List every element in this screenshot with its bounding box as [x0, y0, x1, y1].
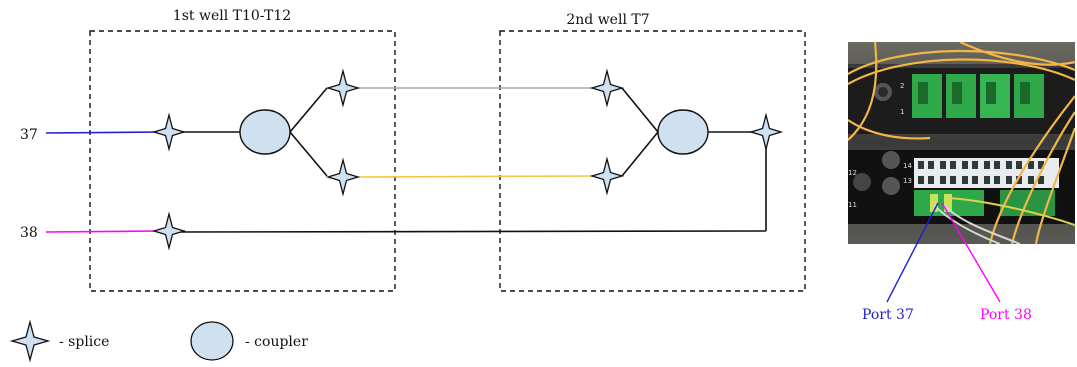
photo-label-11: 11 — [848, 201, 857, 209]
coupler-well2 — [657, 109, 709, 155]
patch-panel-photo: 2 1 14 13 12 11 — [848, 42, 1075, 244]
legend-coupler-label: - coupler — [245, 334, 308, 350]
photo-label-13: 13 — [903, 177, 912, 185]
splice-lower-well2 — [589, 156, 625, 196]
photo-label-1: 1 — [900, 108, 904, 116]
fiber-37-line — [45, 131, 159, 134]
well2-title: 2nd well T7 — [566, 12, 649, 28]
splice-37-in — [151, 112, 187, 152]
splice-out-well2 — [748, 112, 784, 152]
well1-title: 1st well T10-T12 — [173, 8, 291, 24]
port37-label: Port 37 — [862, 307, 914, 323]
photo-label-12: 12 — [848, 169, 857, 177]
fiber-38-label: 38 — [20, 225, 38, 241]
splice-38-in — [151, 211, 187, 251]
photo-label-2: 2 — [900, 82, 904, 90]
splice-upper-well2 — [589, 68, 625, 108]
legend-splice-label: - splice — [59, 334, 109, 350]
well2-box — [499, 30, 806, 292]
port38-label: Port 38 — [980, 307, 1032, 323]
splice-lower-well1 — [325, 157, 361, 197]
coupler-well1 — [239, 109, 291, 155]
legend-coupler-icon — [190, 321, 234, 361]
well1-box — [89, 30, 396, 292]
splice-upper-well1 — [325, 68, 361, 108]
photo-label-14: 14 — [903, 162, 912, 170]
fiber-38-line — [45, 230, 159, 233]
port37-pointer — [886, 202, 939, 303]
black-fiber-paths — [179, 87, 767, 233]
legend-splice-icon — [9, 319, 51, 363]
port38-pointer — [941, 202, 1001, 303]
lower-link-yellow — [356, 175, 593, 178]
fiber-37-label: 37 — [20, 127, 38, 143]
